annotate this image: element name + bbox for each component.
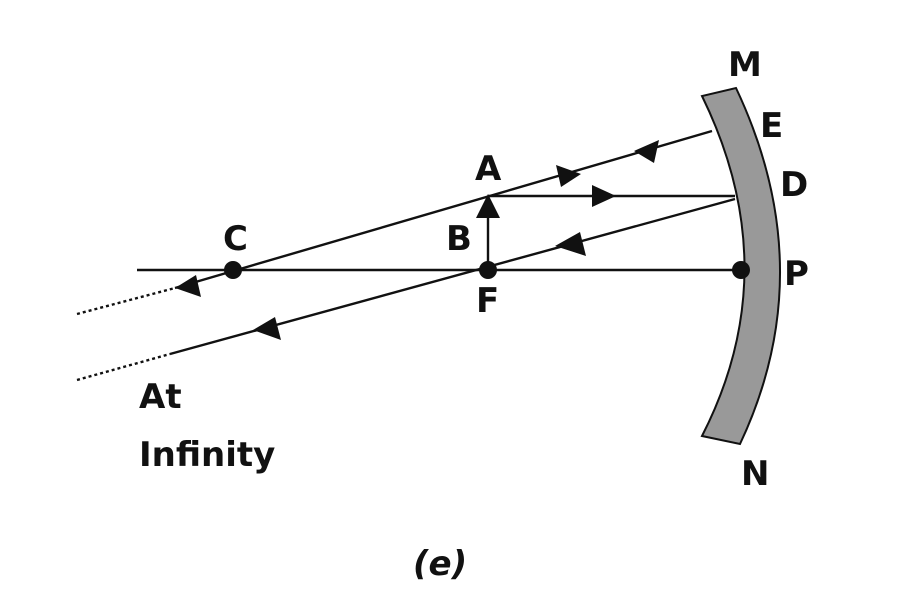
reflected-ray-arrow-upper <box>555 232 586 256</box>
label-p: P <box>784 254 809 294</box>
label-e: E <box>760 106 783 146</box>
ray-through-centre-extension <box>76 286 176 316</box>
label-infinity: Infinity <box>139 435 275 475</box>
concave-mirror <box>700 86 781 446</box>
point-c <box>224 261 242 279</box>
reflected-ray-extension <box>76 352 171 382</box>
point-f <box>479 261 497 279</box>
reflected-ray-arrow-lower <box>253 317 281 340</box>
ray-arrow-forward <box>556 165 581 187</box>
label-n: N <box>741 454 769 494</box>
label-c: C <box>223 219 248 259</box>
figure-caption: (e) <box>413 544 467 584</box>
label-m: M <box>728 45 762 85</box>
ray-arrow-reflected-left <box>175 275 201 297</box>
label-b: B <box>446 219 472 259</box>
label-a: A <box>475 149 502 189</box>
label-f: F <box>476 281 499 321</box>
ray-arrow-reflected-top <box>634 140 659 163</box>
label-d: D <box>780 165 808 205</box>
object-arrowhead <box>476 194 500 218</box>
ray-through-centre <box>174 129 713 290</box>
point-p <box>732 261 750 279</box>
parallel-ray-arrow <box>592 185 616 207</box>
label-at: At <box>139 377 182 417</box>
